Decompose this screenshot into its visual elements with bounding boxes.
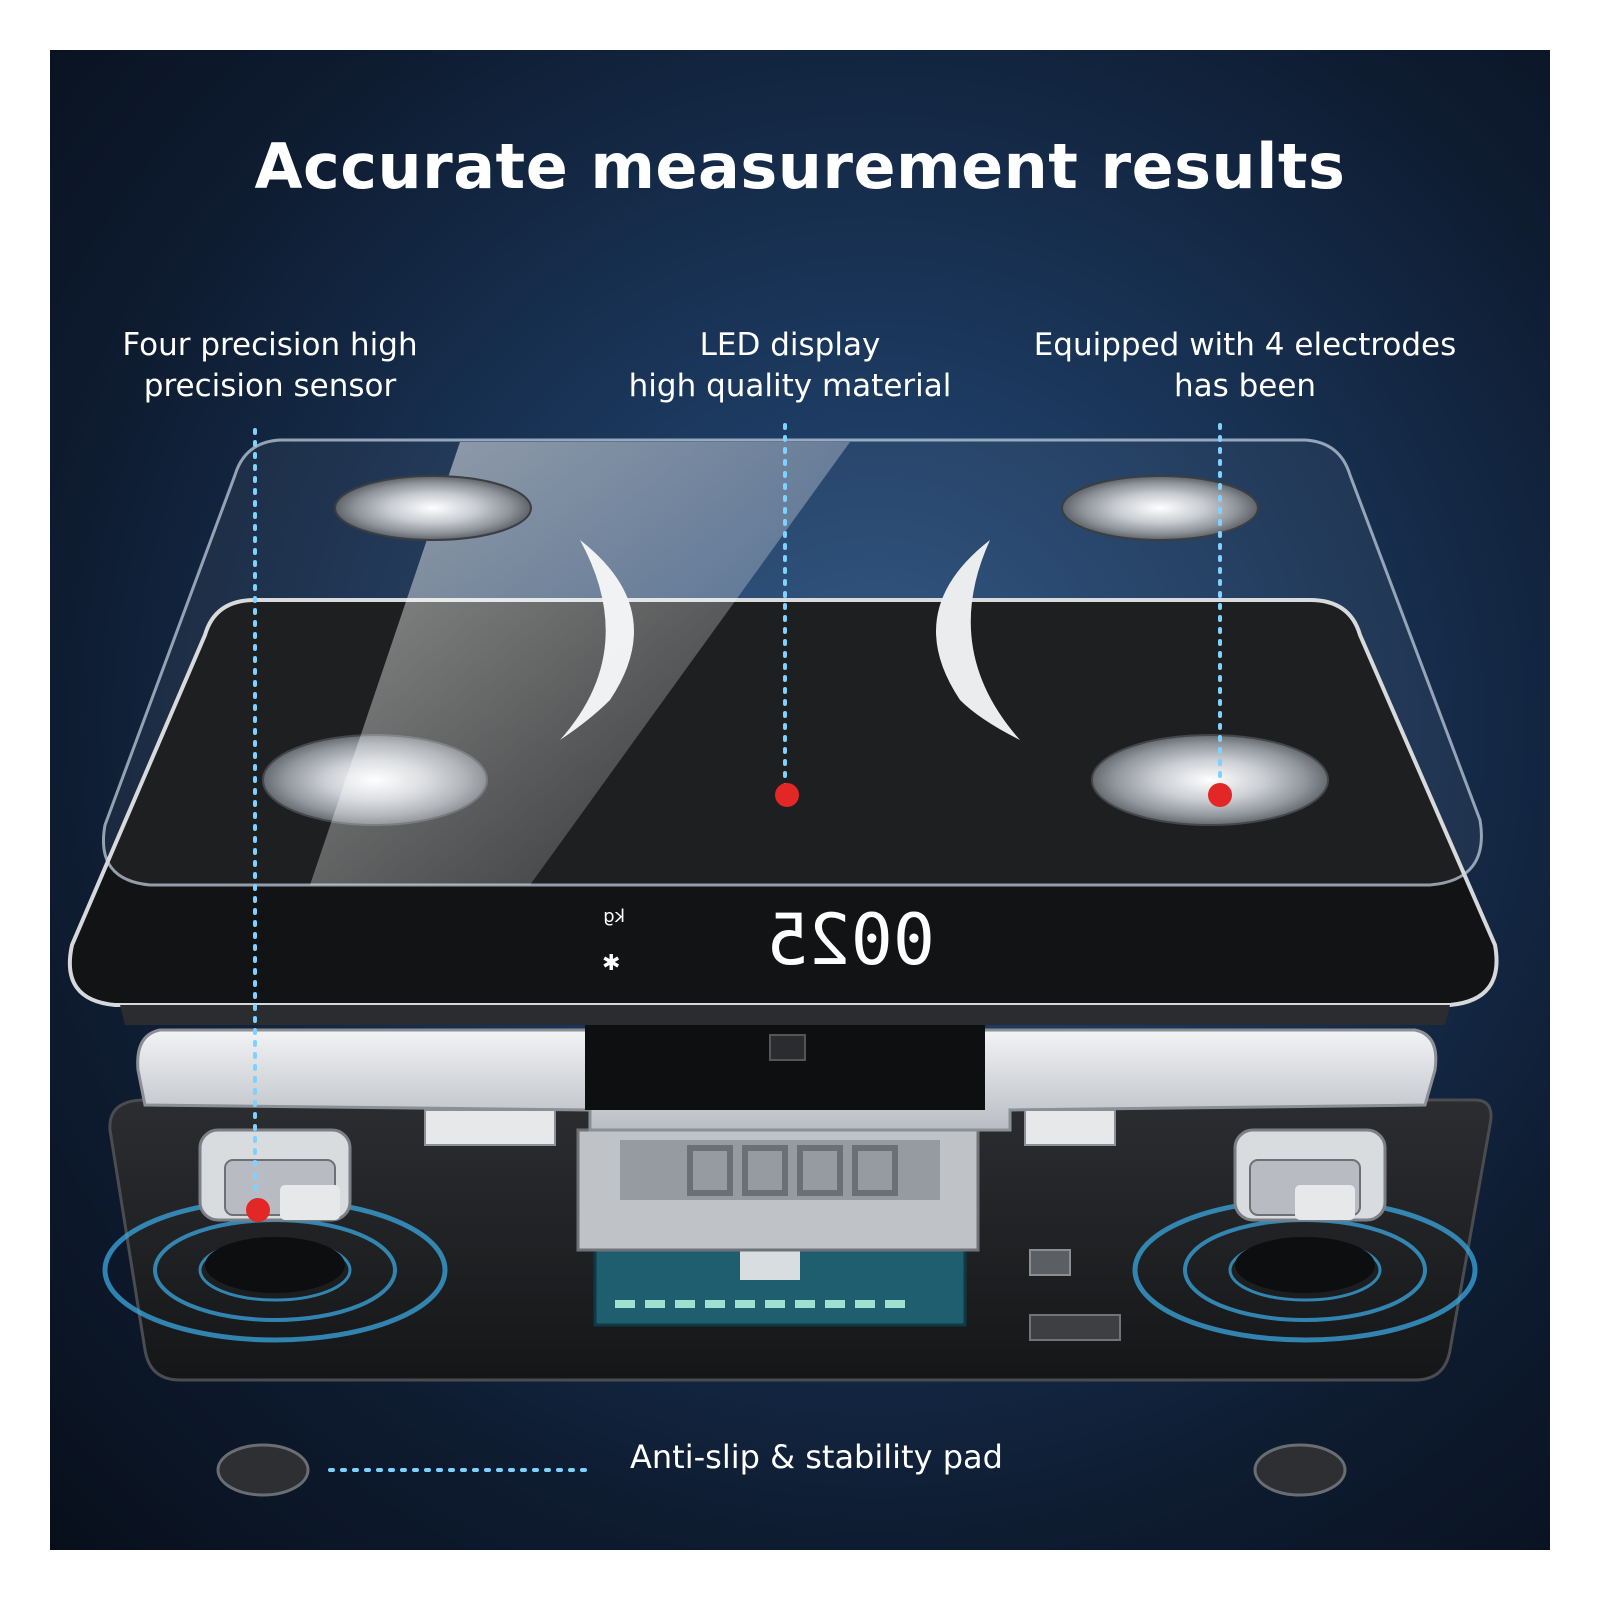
marker-dot-electrode [1208,783,1232,807]
led-value: 0025 [766,899,935,981]
callout-sensor-line1: Four precision high [122,327,418,363]
callout-display-line2: high quality material [628,368,952,404]
electrode-back-right [1061,475,1259,541]
product-panel: 0025 kg ✱ Accurate measurement results F… [50,50,1550,1550]
anti-slip-pad-left [216,1443,310,1497]
electrode-front-right [1091,734,1329,826]
headline: Accurate measurement results [254,130,1346,203]
scale-exploded-illustration: 0025 kg ✱ [67,423,1499,1497]
glass-reflection [310,442,850,885]
callout-electrodes-line1: Equipped with 4 electrodes [1033,327,1457,363]
callout-electrodes: Equipped with 4 electrodes has been [995,325,1495,407]
callout-display: LED display high quality material [590,325,990,407]
callout-electrodes-line2: has been [1173,368,1317,404]
callout-sensor-line2: precision sensor [143,368,397,404]
marker-dot-sensor [246,1198,270,1222]
load-cell-right [1233,1128,1387,1222]
led-readout: 0025 kg [603,899,935,981]
marker-dot-display [775,783,799,807]
electrode-back-left [334,475,532,541]
load-cell-left [198,1128,352,1222]
callout-display-line1: LED display [699,327,881,363]
led-unit: kg [603,906,625,927]
lcd-module [576,1128,980,1252]
pad-label: Anti-slip & stability pad [630,1438,1003,1476]
bluetooth-icon: ✱ [602,951,620,976]
callout-sensor: Four precision high precision sensor [90,325,450,407]
foot-curve-right [936,540,1020,740]
anti-slip-pad-right [1253,1443,1347,1497]
leader-lines [253,423,1222,1472]
